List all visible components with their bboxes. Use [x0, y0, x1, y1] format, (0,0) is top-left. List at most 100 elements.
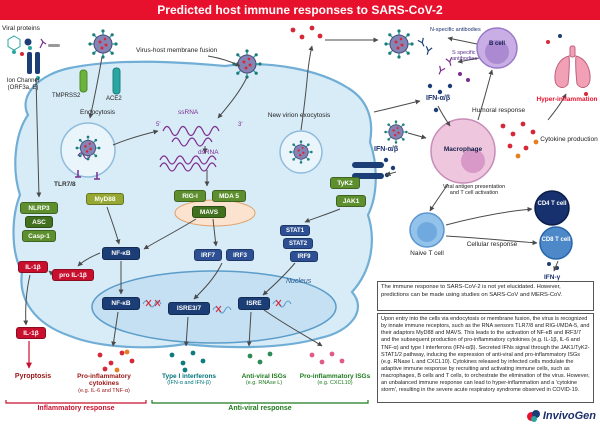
naive-t-cell-label: Naive T cell [410, 250, 444, 257]
lungs-icon [554, 45, 591, 88]
signal-arrows [23, 36, 567, 347]
ifn-alpha-beta-dots [427, 83, 453, 113]
ifn-alpha-beta-label: IFN-α/β [426, 95, 451, 102]
humoral-response-label: Humoral response [472, 107, 526, 114]
cd8-t-cell-label: CD8 T cell [541, 237, 571, 243]
il1b-secreted-box: IL-1β [16, 327, 46, 339]
naive-t-cell-shape [409, 212, 445, 248]
pro-inflammatory-cytokines-label: Pro-inflammatory cytokines (e.g. IL-6 an… [62, 373, 146, 394]
pro-inflammatory-isgs-eg: (e.g. CXCL10) [317, 380, 353, 387]
nfkb-element-box: NF-κB [102, 297, 140, 310]
five-prime-label: 5' [156, 122, 161, 128]
pro-inflammatory-isgs-label: Pro-inflammatory ISGs (e.g. CXCL10) [298, 373, 372, 387]
three-prime-label: 3' [238, 122, 243, 128]
virus-icon [383, 119, 409, 145]
nlrp3-box: NLRP3 [20, 202, 58, 214]
invivogen-logo-text: InvivoGen [542, 410, 596, 422]
pro-inflammatory-cytokines-title: Pro-inflammatory cytokines [77, 373, 131, 388]
myd88-box: MyD88 [86, 193, 124, 205]
nucleus-label: Nucleus [286, 278, 312, 285]
dsrna-label: dsRNA [198, 149, 219, 156]
viral-protein-icons [7, 35, 60, 56]
anti-viral-isg-dots [247, 351, 273, 365]
tmprss2-icon [79, 69, 88, 93]
ion-channel-icon [27, 46, 40, 80]
stat2-box: STAT2 [283, 238, 313, 249]
viral-proteins-label: Viral proteins [2, 25, 40, 32]
anti-viral-isgs-title: Anti-viral ISGs [241, 373, 287, 380]
anti-viral-isgs-eg: (e.g. RNAse L) [245, 380, 283, 387]
b-cell-label: B cell [488, 41, 505, 47]
type-i-interferons-eg: (IFN-α and IFN-β) [167, 380, 211, 387]
ifn-receptor-label: IFN-α/β [374, 146, 399, 153]
prediction-note: The immune response to SARS-CoV-2 is not… [377, 281, 594, 311]
ifn-gamma-label: IFN-γ [544, 274, 561, 281]
exocytosed-virus-dots [290, 25, 323, 40]
n-specific-antibodies-label: N-specific antibodies [430, 27, 481, 33]
ifn-receptor-icon [352, 162, 384, 179]
casp1-box: Casp-1 [22, 230, 56, 242]
antigen-presentation-label: Viral antigen presentation and T cell ac… [442, 184, 506, 197]
hyper-inflammation-label: Hyper-inflammation [536, 96, 598, 103]
cytokine-dots-right [500, 121, 539, 159]
n-antibody-icons [417, 37, 433, 57]
anti-viral-isgs-label: Anti-viral ISGs (e.g. RNAse L) [232, 373, 296, 387]
nfkb-box: NF-κB [102, 247, 140, 260]
tyk2-box: TyK2 [330, 177, 360, 189]
pro-inflammatory-isgs-title: Pro-inflammatory ISGs [299, 373, 371, 380]
virus-icon [288, 139, 314, 165]
asc-box: ASC [25, 216, 53, 228]
nucleus-shape [91, 270, 337, 344]
irf3-box: IRF3 [226, 249, 254, 261]
irf9-box: IRF9 [290, 251, 318, 262]
tmprss2-label: TMPRSS2 [52, 93, 81, 99]
ace2-icon [112, 67, 121, 95]
b-cell-area-dots [458, 72, 470, 82]
ion-channel-label: Ion Channel (ORF3a, E) [6, 78, 40, 91]
invivogen-logo: InvivoGen [514, 406, 596, 426]
cellular-response-label: Cellular response [466, 241, 518, 248]
virus-icon [87, 28, 119, 60]
isre37-box: ISRE3/7 [168, 302, 210, 315]
endocytosis-label: Endocytosis [80, 109, 116, 116]
ssrna-label: ssRNA [178, 109, 199, 116]
mda5-box: MDA 5 [212, 190, 246, 202]
invivogen-logo-icon [526, 409, 540, 423]
membrane-fusion-label: Virus-host membrane fusion [136, 47, 218, 54]
type-i-interferons-title: Type I interferons [161, 373, 217, 380]
anti-viral-response-label: Anti-viral response [228, 405, 292, 412]
cd8-t-cell-shape [539, 226, 573, 260]
cd4-t-cell-shape [534, 190, 570, 226]
stat1-box: STAT1 [280, 225, 310, 236]
mavs-box: MAVS [192, 206, 226, 218]
macrophage-label: Macrophage [443, 146, 483, 153]
pro-inflammatory-cytokines-eg: (e.g. IL-6 and TNF-α) [78, 387, 130, 394]
irf7-box: IRF7 [194, 249, 222, 261]
pro-inflammatory-isg-dots [309, 351, 345, 365]
il1b-box: IL-1β [18, 261, 48, 273]
s-specific-antibodies-label: S specific antibodies [452, 50, 478, 63]
jak1-box: JAK1 [336, 195, 366, 207]
isre-box: ISRE [238, 297, 270, 310]
virus-icon [75, 135, 101, 161]
cd4-t-cell-label: CD4 T cell [537, 201, 567, 207]
ace2-label: ACE2 [106, 96, 122, 102]
type-i-ifn-dots [169, 350, 206, 373]
anti-viral-response-bracket [151, 400, 369, 404]
type-i-interferons-label: Type I interferons (IFN-α and IFN-β) [148, 373, 230, 387]
new-virion-label: New virion exocytosis [267, 112, 331, 119]
pyroptosis-label: Pyroptosis [14, 373, 52, 380]
tlr78-label: TLR7/8 [54, 181, 76, 188]
figure-title: Predicted host immune responses to SARS-… [0, 0, 600, 20]
pro-il1b-box: pro IL-1β [52, 269, 94, 281]
virus-icon [383, 28, 415, 60]
b-cell-shape [476, 27, 518, 69]
lung-area-dots [546, 34, 588, 96]
inflammatory-response-bracket [5, 400, 147, 404]
inflammatory-response-label: Inflammatory response [37, 405, 115, 412]
mechanism-note: Upon entry into the cells via endocytosi… [377, 313, 594, 403]
viral-rna-squiggles [77, 125, 220, 172]
pro-inflammatory-cytokine-dots [97, 349, 135, 373]
